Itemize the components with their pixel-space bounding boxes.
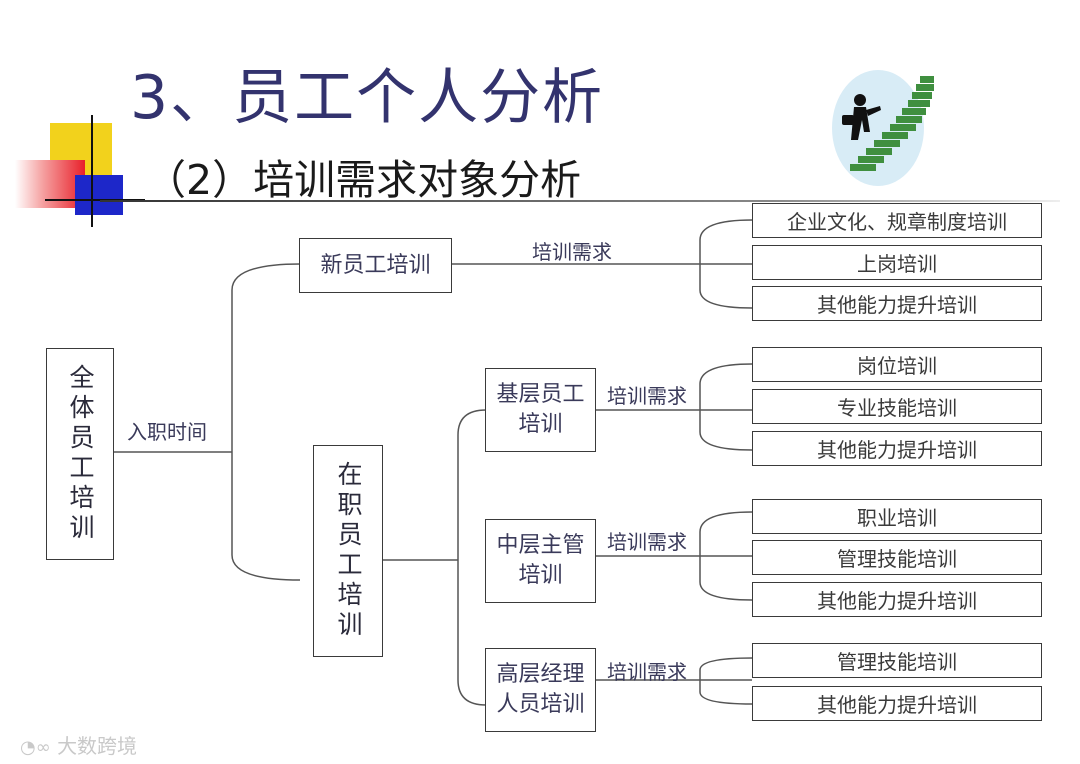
edge-label-join-time: 入职时间 <box>127 420 207 444</box>
edge-label-new-staff: 培训需求 <box>532 240 612 264</box>
leaf-new-staff-1: 企业文化、规章制度培训 <box>752 203 1042 238</box>
edge-label-senior: 培训需求 <box>607 660 687 684</box>
stair-climber-icon <box>820 60 940 190</box>
leaf-new-staff-2: 上岗培训 <box>752 245 1042 280</box>
node-group-middle: 中层主管培训 <box>485 519 596 603</box>
leaf-middle-3: 其他能力提升培训 <box>752 582 1042 617</box>
leaf-junior-1: 岗位培训 <box>752 347 1042 382</box>
node-root: 全体员工培训 <box>46 348 114 560</box>
weibo-logo-icon: ◔∞ <box>20 737 51 758</box>
page-subtitle: （2）培训需求对象分析 <box>145 156 582 204</box>
leaf-new-staff-3: 其他能力提升培训 <box>752 286 1042 321</box>
watermark: ◔∞ 大数跨境 <box>20 730 137 759</box>
subtitle-rule <box>100 200 1060 202</box>
node-new-staff: 新员工培训 <box>299 238 452 293</box>
node-group-senior: 高层经理人员培训 <box>485 648 596 732</box>
node-incumbent-staff: 在职员工培训 <box>313 445 383 657</box>
leaf-senior-2: 其他能力提升培训 <box>752 686 1042 721</box>
watermark-text: 大数跨境 <box>57 734 138 758</box>
edge-label-junior: 培训需求 <box>607 384 687 408</box>
leaf-junior-3: 其他能力提升培训 <box>752 431 1042 466</box>
leaf-middle-2: 管理技能培训 <box>752 540 1042 575</box>
page-title: 3、员工个人分析 <box>130 63 605 133</box>
decorative-squares-icon <box>15 115 145 230</box>
leaf-senior-1: 管理技能培训 <box>752 643 1042 678</box>
leaf-middle-1: 职业培训 <box>752 499 1042 534</box>
leaf-junior-2: 专业技能培训 <box>752 389 1042 424</box>
edge-label-middle: 培训需求 <box>607 530 687 554</box>
node-group-junior: 基层员工培训 <box>485 368 596 452</box>
